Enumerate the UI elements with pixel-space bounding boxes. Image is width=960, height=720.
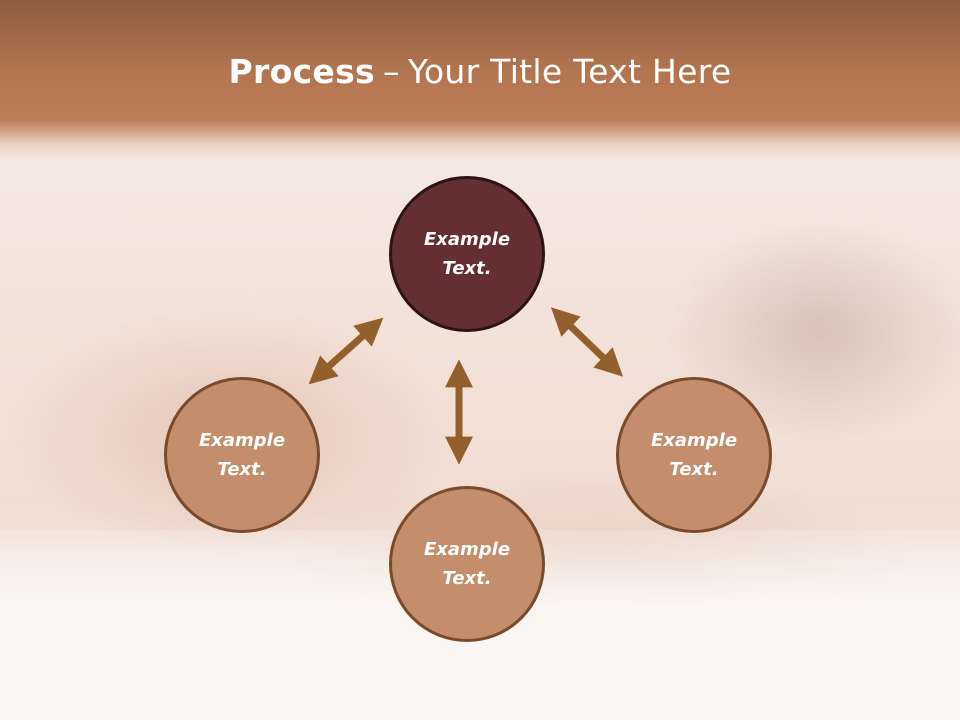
left-node-text: Example Text. — [198, 430, 286, 480]
bottom-node[interactable]: Example Text. — [389, 486, 545, 642]
title-band — [0, 0, 960, 160]
title-dash: – — [383, 52, 400, 91]
title-bold: Process — [228, 52, 375, 91]
right-node[interactable]: Example Text. — [616, 377, 772, 533]
bottom-node-text: Example Text. — [423, 539, 511, 589]
left-node[interactable]: Example Text. — [164, 377, 320, 533]
title-rest: Your Title Text Here — [407, 52, 732, 91]
right-node-text: Example Text. — [650, 430, 738, 480]
arrow-center-right — [550, 307, 624, 377]
arrow-center-left — [308, 317, 384, 385]
center-node[interactable]: Example Text. — [389, 176, 545, 332]
center-node-text: Example Text. — [423, 229, 511, 279]
slide-title: Process–Your Title Text Here — [0, 52, 960, 91]
